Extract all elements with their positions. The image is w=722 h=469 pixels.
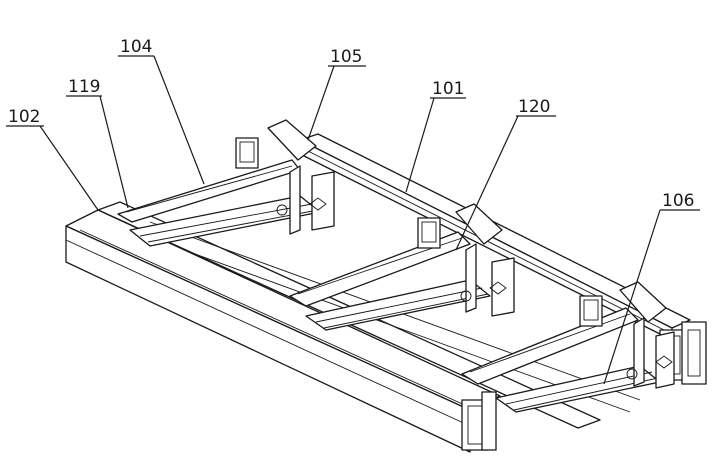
label-102: 102 bbox=[8, 107, 40, 127]
callout-105: 105 bbox=[307, 47, 366, 141]
front-beam bbox=[65, 209, 501, 453]
label-119: 119 bbox=[68, 77, 100, 97]
callout-104: 104 bbox=[118, 37, 205, 185]
callout-106: 106 bbox=[603, 191, 700, 385]
label-104: 104 bbox=[120, 37, 152, 57]
callout-101: 101 bbox=[405, 79, 466, 193]
module-1 bbox=[117, 119, 335, 247]
label-120: 120 bbox=[518, 97, 550, 117]
module-3 bbox=[461, 281, 675, 413]
label-105: 105 bbox=[330, 47, 362, 67]
label-106: 106 bbox=[662, 191, 694, 211]
module-2 bbox=[289, 203, 515, 331]
label-101: 101 bbox=[432, 79, 464, 99]
callout-119: 119 bbox=[66, 77, 129, 209]
callout-102: 102 bbox=[6, 107, 99, 211]
callout-120: 120 bbox=[455, 97, 556, 251]
